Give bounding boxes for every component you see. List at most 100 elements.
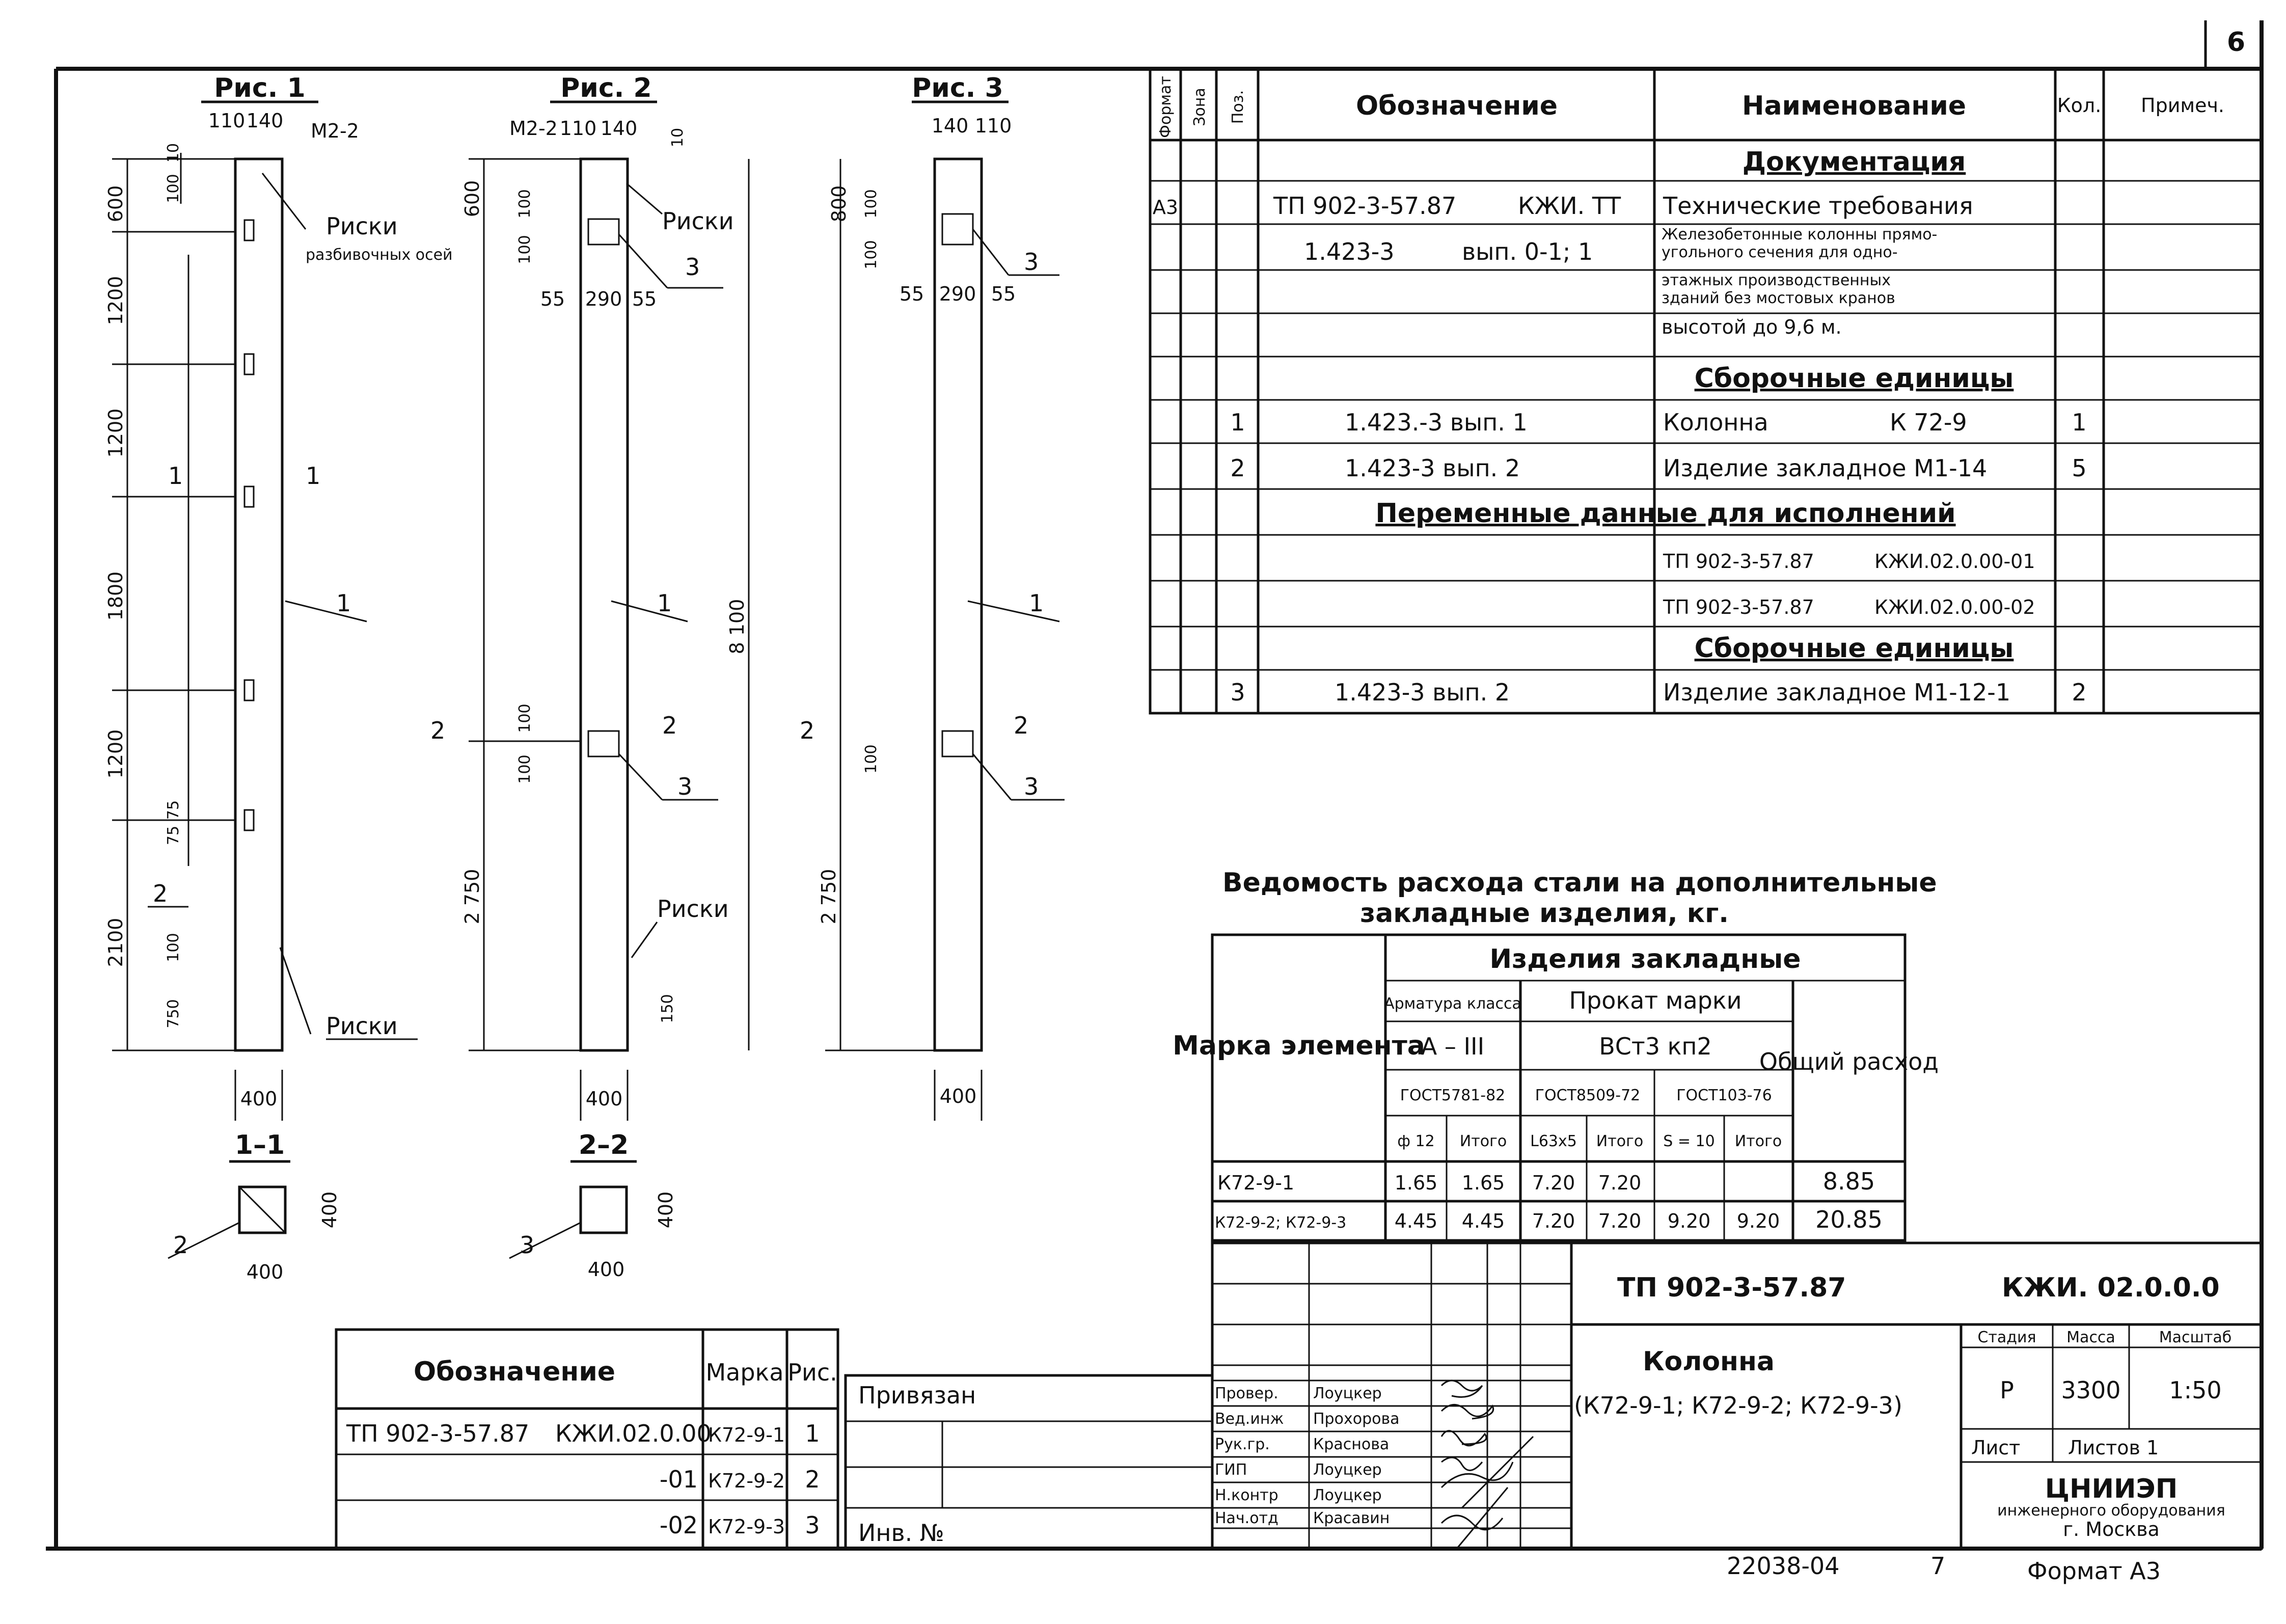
tb-sheet-h: Лист xyxy=(1971,1437,2020,1459)
sheet-number: 6 xyxy=(2227,27,2245,58)
fig2-dim-2750: 2 750 xyxy=(461,869,483,925)
var-r1-mark: К72-9-1 xyxy=(708,1424,785,1446)
fig3-pos-1: 1 xyxy=(1029,589,1044,617)
fig1-width: 400 xyxy=(240,1088,278,1110)
fig3-dim-top-a: 140 xyxy=(932,115,969,137)
spec-asm3-qty: 2 xyxy=(2072,679,2086,706)
tb-role-3: Рук.гр. xyxy=(1215,1436,1270,1453)
fig1-sec-left: 1 xyxy=(168,462,183,490)
steel-r1-mark: К72-9-1 xyxy=(1217,1172,1294,1194)
fig2-section-square xyxy=(579,1185,628,1234)
fig2-dim-top-b: 140 xyxy=(601,117,638,140)
spec-row2-name-1: Железобетонные колонны прямо- xyxy=(1662,226,1937,243)
fig1-top-mark: М2-2 xyxy=(311,120,359,142)
tb-name-line2: (К72-9-1; К72-9-2; К72-9-3) xyxy=(1574,1392,1902,1419)
fig1-section-title: 1–1 xyxy=(235,1130,285,1160)
steel-h-gost2: ГОСТ8509-72 xyxy=(1535,1087,1641,1104)
steel-h-gost1: ГОСТ5781-82 xyxy=(1400,1087,1506,1104)
var-r1-designation: ТП 902-3-57.87 xyxy=(346,1420,529,1447)
spec-row2-name-4: зданий без мостовых кранов xyxy=(1662,289,1895,307)
steel-r2-v2: 4.45 xyxy=(1462,1210,1505,1232)
fig1-sdim-10: 10 xyxy=(165,143,182,163)
tb-scale: 1:50 xyxy=(2169,1376,2221,1404)
fig2-pos-3b: 3 xyxy=(677,773,692,800)
var-r2-mark: К72-9-2 xyxy=(708,1470,785,1492)
tb-role-1: Провер. xyxy=(1215,1385,1278,1402)
footer-page: 7 xyxy=(1930,1552,1945,1580)
tb-name-line1: Колонна xyxy=(1643,1346,1775,1377)
steel-h-mark: Марка элемента xyxy=(1173,1031,1425,1061)
spec-asm1-mark: К 72-9 xyxy=(1890,409,1967,436)
fig2-dim-600: 600 xyxy=(461,180,483,218)
fig2-section-dim-h: 400 xyxy=(655,1192,677,1229)
fig3-mid-55a: 55 xyxy=(900,283,924,305)
spec-section-asm: Сборочные единицы xyxy=(1695,363,2014,394)
fig2-pos-1: 1 xyxy=(657,589,672,617)
tb-org-2: инженерного оборудования xyxy=(1997,1502,2225,1520)
tb-role-5: Н.контр xyxy=(1215,1486,1278,1504)
spec-h-designation: Обозначение xyxy=(1356,91,1558,121)
spec-row2-code: вып. 0-1; 1 xyxy=(1462,238,1593,265)
fig2-sdim-b: 100 xyxy=(516,235,534,264)
spec-h-pos: Поз. xyxy=(1229,90,1247,124)
fig2-sdim-e: 150 xyxy=(659,994,676,1023)
steel-h-items: Изделия закладные xyxy=(1490,944,1801,975)
tb-inv: Инв. № xyxy=(858,1519,944,1547)
fig2-dim-top-a: 110 xyxy=(560,117,597,140)
fig2-sdim-top: 10 xyxy=(669,128,687,147)
spec-row1-name: Технические требования xyxy=(1663,192,1973,220)
spec-row2-designation: 1.423-3 xyxy=(1304,238,1395,265)
spec-h-name: Наименование xyxy=(1742,91,1966,121)
fig2-pos-3a: 3 xyxy=(685,253,700,281)
tb-role-2: Вед.инж xyxy=(1215,1410,1284,1428)
fig3-sdim-a: 100 xyxy=(862,189,880,218)
spec-h-zone: Зона xyxy=(1191,88,1209,126)
steel-sub-5: S = 10 xyxy=(1663,1132,1715,1150)
fig3-pos-3b: 3 xyxy=(1024,773,1039,800)
spec-var2-name: ТП 902-3-57.87 xyxy=(1663,596,1814,618)
steel-sub-6: Итого xyxy=(1735,1132,1782,1150)
fig1-dim-600: 600 xyxy=(104,185,127,223)
spec-asm1-qty: 1 xyxy=(2072,409,2086,436)
steel-r2-mark: К72-9-2; К72-9-3 xyxy=(1215,1214,1346,1232)
fig3-sdim-c: 100 xyxy=(862,744,880,773)
fig1-section-dim-h: 400 xyxy=(318,1192,341,1229)
fig1-dim-top-a: 110 xyxy=(208,110,246,132)
fig2-sdim-c: 100 xyxy=(516,703,534,733)
spec-row2-name-3: этажных производственных xyxy=(1662,272,1891,289)
steel-h-gost3: ГОСТ103-76 xyxy=(1676,1087,1772,1104)
spec-var1-name: ТП 902-3-57.87 xyxy=(1663,550,1814,573)
steel-sub-3: L63х5 xyxy=(1530,1132,1577,1150)
spec-asm2-name: Изделие закладное М1-14 xyxy=(1663,454,1987,482)
fig1-dim-top-b: 140 xyxy=(247,110,284,132)
fig2-riski-bottom: Риски xyxy=(657,895,729,923)
fig1-pos-1: 1 xyxy=(336,589,351,617)
spec-row1-designation: ТП 902-3-57.87 xyxy=(1273,192,1456,220)
spec-asm3-designation: 1.423-3 вып. 2 xyxy=(1335,679,1510,706)
tb-name-4: Лоуцкер xyxy=(1313,1461,1382,1479)
var-h-designation: Обозначение xyxy=(414,1357,615,1387)
fig3-sec-right: 2 xyxy=(1014,712,1028,739)
fig3-sec-left: 2 xyxy=(800,717,814,744)
fig3-title: Рис. 3 xyxy=(912,73,1003,103)
fig1-dim-2100: 2100 xyxy=(104,918,127,967)
fig3-sdim-b: 100 xyxy=(862,240,880,269)
figure-2: Рис. 2 М2-2 110 140 600 100 100 100 100 … xyxy=(430,73,750,1281)
fig1-sec-right: 1 xyxy=(306,462,320,490)
tb-role-6: Нач.отд xyxy=(1215,1509,1278,1527)
fig1-dim-1200b: 1200 xyxy=(104,409,127,458)
fig1-sdim-75b: 75 xyxy=(165,826,182,845)
fig1-section-dim-w: 400 xyxy=(247,1261,284,1283)
signature-5 xyxy=(1440,1436,1534,1509)
steel-r2-v3: 7.20 xyxy=(1532,1210,1575,1232)
fig2-sdim-d: 100 xyxy=(516,754,534,783)
tb-name-1: Лоуцкер xyxy=(1313,1385,1382,1402)
spec-h-note: Примеч. xyxy=(2141,94,2224,117)
steel-r1-total: 8.85 xyxy=(1823,1168,1875,1195)
fig1-dim-1200c: 1200 xyxy=(104,729,127,779)
signature-1 xyxy=(1440,1379,1483,1398)
var-r2-fig: 2 xyxy=(805,1466,820,1493)
fig1-dim-1200a: 1200 xyxy=(104,276,127,326)
var-r3-fig: 3 xyxy=(805,1511,820,1539)
